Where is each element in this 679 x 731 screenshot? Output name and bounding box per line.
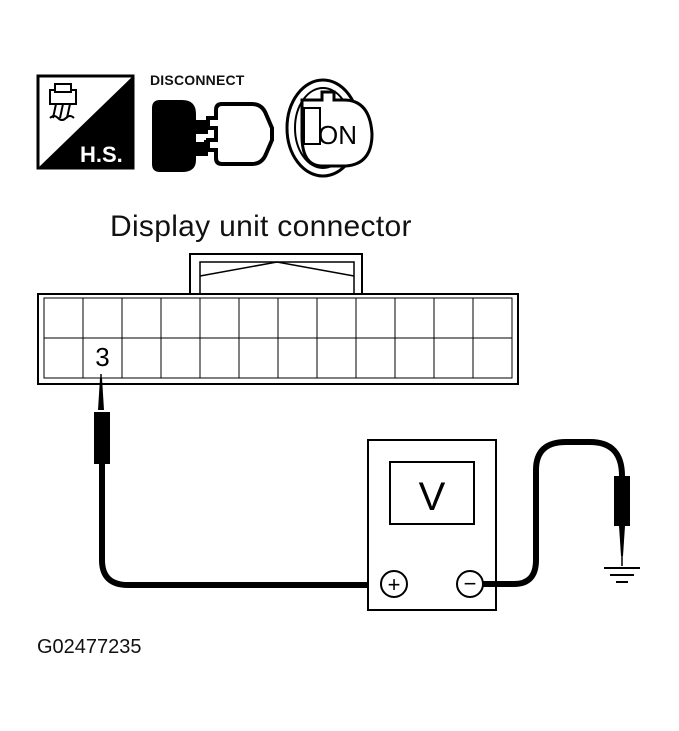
positive-probe <box>94 374 380 588</box>
positive-terminal <box>380 570 408 598</box>
minus-symbol: − <box>464 571 477 596</box>
ground-symbol-icon <box>604 567 640 583</box>
connector-pin-grid: 3 <box>43 297 513 379</box>
harness-heat-shrink-icon <box>36 74 135 170</box>
negative-lead <box>483 439 630 587</box>
voltmeter <box>367 439 497 611</box>
figure-id: G02477235 <box>37 636 142 658</box>
disconnect-label: DISCONNECT <box>150 72 245 88</box>
hs-label: H.S. <box>80 142 123 167</box>
connector-title: Display unit connector <box>110 210 412 243</box>
connector-cavity <box>472 337 513 379</box>
plus-symbol: + <box>388 572 401 597</box>
pin-number-label: 3 <box>95 342 109 372</box>
ignition-on-label: ON <box>318 120 357 150</box>
connector-disconnect-icon <box>152 100 274 172</box>
voltmeter-label: V <box>419 475 446 519</box>
ignition-key-icon <box>285 78 374 178</box>
